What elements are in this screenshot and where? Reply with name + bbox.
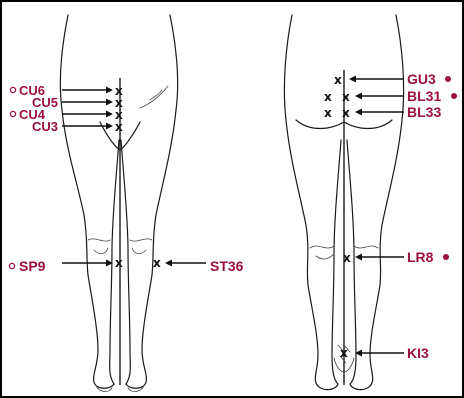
label-lr8: LR8	[407, 249, 434, 265]
filled-dot-gu3	[445, 76, 451, 82]
point-marker-bl31-left: x	[324, 90, 332, 104]
point-marker-lr8: x	[343, 251, 351, 265]
label-bl33: BL33	[407, 104, 441, 120]
point-marker-cu3: x	[115, 120, 123, 134]
label-gu3: GU3	[407, 71, 436, 87]
label-cu3: CU3	[32, 119, 58, 134]
filled-dot-lr8	[443, 254, 449, 260]
point-marker-ki3: x	[340, 346, 348, 360]
point-marker-bl33-left: x	[324, 106, 332, 120]
label-ki3: KI3	[407, 345, 429, 361]
label-sp9: SP9	[19, 258, 46, 274]
label-bl31: BL31	[407, 88, 441, 104]
point-marker-bl31-right: x	[342, 90, 350, 104]
point-marker-sp9: x	[115, 256, 123, 270]
point-marker-bl33-right: x	[342, 106, 350, 120]
label-st36: ST36	[210, 258, 244, 274]
filled-dot-bl31	[451, 93, 457, 99]
point-marker-gu3: x	[334, 73, 342, 87]
point-marker-st36: x	[153, 256, 161, 270]
